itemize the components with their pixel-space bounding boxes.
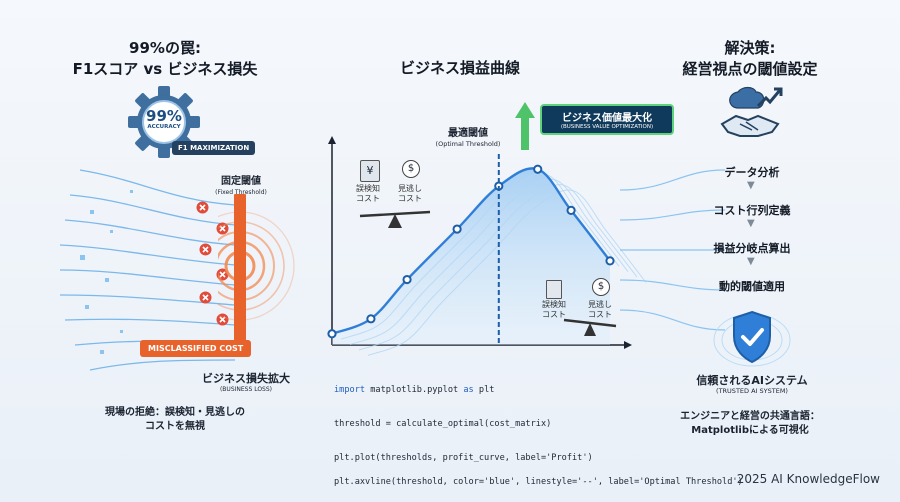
trusted-ai-jp: 信頼されるAIシステム (696, 374, 808, 387)
right-bottom-line1: エンジニアと経営の共通言語： (680, 411, 820, 422)
f1-badge: F1 MAXIMIZATION (172, 141, 256, 155)
right-title: 解決策: 経営視点の閾値設定 (660, 38, 840, 80)
profit-curve-echo (358, 184, 638, 351)
right-bottom-text: エンジニアと経営の共通言語： Matplotlibによる可視化 (650, 410, 850, 438)
scale2-right-label: 見逃し コスト (582, 300, 618, 320)
scale2-left-a: 誤検知 (542, 300, 566, 309)
data-stream-lines (60, 169, 236, 371)
shield-check-icon (713, 310, 791, 367)
up-arrow-icon (515, 102, 535, 150)
profit-point (452, 224, 462, 234)
optimal-threshold-en: (Optimal Threshold) (435, 140, 501, 148)
fixed-threshold-jp: 固定閾値 (221, 176, 261, 187)
arrow-down-icon: ▼ (747, 180, 755, 191)
profit-point (566, 205, 576, 215)
x-circle-icon (196, 201, 209, 214)
gear-icon (128, 86, 200, 158)
right-title-line2: 経営視点の閾値設定 (682, 60, 818, 78)
business-loss-jp: ビジネス損失拡大 (202, 372, 290, 385)
left-title: 99%の罠: F1スコア vs ビジネス損失 (60, 38, 270, 80)
code-line-2: threshold = calculate_optimal(cost_matri… (334, 419, 552, 429)
code-line-4: plt.axvline(threshold, color='blue', lin… (334, 477, 743, 487)
document-icon (546, 280, 562, 299)
code-module: matplotlib.pyplot (365, 385, 464, 395)
business-value-callout: ビジネス価値最大化 (BUSINESS VALUE OPTIMIZATION) (540, 104, 674, 135)
profit-area (332, 168, 610, 345)
callout-jp: ビジネス価値最大化 (562, 113, 652, 124)
trusted-ai-en: (TRUSTED AI SYSTEM) (716, 387, 788, 395)
balance-scale-icon-2 (563, 318, 617, 336)
misclassified-cost-badge: MISCLASSIFIED COST (140, 340, 252, 357)
arrow-down-icon: ▼ (747, 256, 755, 267)
center-title: ビジネス損益曲線 (399, 59, 520, 77)
business-loss-en: (BUSINESS LOSS) (219, 386, 273, 393)
profit-point (402, 274, 412, 285)
right-title-line1: 解決策: (724, 39, 776, 57)
profit-point (366, 314, 376, 324)
scale2-left-label: 誤検知 コスト (536, 300, 572, 320)
business-loss-label: ビジネス損失拡大 (BUSINESS LOSS) (176, 373, 316, 395)
step-cost-matrix: コスト行列定義 (713, 204, 791, 217)
code-keyword-as: as (463, 385, 474, 395)
scale1-right-b: コスト (398, 194, 422, 203)
profit-curve-chart (327, 136, 647, 356)
profit-point (327, 329, 337, 339)
left-title-line2: F1スコア vs ビジネス損失 (72, 60, 258, 78)
scale1-left-a: 誤検知 (356, 184, 380, 193)
scale1-left-label: 誤検知 コスト (350, 184, 386, 204)
code-snippet: import matplotlib.pyplot as plt threshol… (334, 372, 743, 500)
right-bottom-line2: Matplotlibによる可視化 (691, 425, 809, 436)
dollar-icon: $ (402, 160, 420, 178)
arrow-down-icon: ▼ (747, 218, 755, 229)
profit-curve-echo (340, 173, 620, 340)
brain-handshake-icon (720, 86, 783, 137)
scale1-left-b: コスト (356, 194, 380, 203)
trusted-ai-label: 信頼されるAIシステム (TRUSTED AI SYSTEM) (672, 375, 832, 397)
x-circle-icon (216, 222, 229, 235)
code-alias: plt (473, 385, 495, 395)
gear-caption: ACCURACY (147, 124, 181, 130)
optimal-threshold-label: 最適閾値 (Optimal Threshold) (420, 128, 516, 150)
scale1-right-a: 見逃し (398, 184, 422, 193)
scale2-right-b: コスト (588, 310, 612, 319)
code-keyword-import: import (334, 385, 366, 395)
yen-icon: ¥ (360, 160, 380, 182)
footer-credit: 2025 AI KnowledgeFlow (736, 472, 880, 486)
connector-lines (620, 169, 726, 331)
fixed-threshold-label: 固定閾値 (Fixed Threshold) (206, 176, 276, 198)
step-break-even: 損益分岐点算出 (713, 242, 791, 255)
left-bottom-line2: コストを無視 (145, 421, 205, 432)
x-circle-icon (199, 243, 212, 256)
profit-curve-line (331, 167, 611, 335)
scale1-right-label: 見逃し コスト (392, 184, 428, 204)
threshold-wall-glow (218, 194, 295, 344)
code-line-1: import matplotlib.pyplot as plt (334, 384, 743, 396)
step-data-analysis: データ分析 (724, 166, 780, 179)
dollar-icon-2: $ (592, 278, 610, 296)
y-axis-arrow (328, 136, 336, 144)
profit-point (533, 164, 543, 174)
left-bottom-text: 現場の拒絶：誤検知・見逃しの コストを無視 (70, 406, 280, 434)
callout-en: (BUSINESS VALUE OPTIMIZATION) (560, 124, 654, 130)
optimal-threshold-jp: 最適閾値 (448, 128, 488, 139)
left-title-line1: 99%の罠: (129, 39, 201, 57)
profit-point (605, 256, 615, 266)
x-axis-arrow (624, 341, 632, 349)
code-line-3: plt.plot(thresholds, profit_curve, label… (334, 453, 593, 463)
x-circle-icon (216, 313, 229, 326)
balance-scale-icon (359, 210, 431, 228)
profit-curve-echo (349, 178, 629, 346)
step-dynamic-threshold: 動的閾値適用 (719, 280, 785, 293)
x-circle-icon (199, 291, 212, 304)
scale2-right-a: 見逃し (588, 300, 612, 309)
scale2-left-b: コスト (542, 310, 566, 319)
fixed-threshold-en: (Fixed Threshold) (215, 189, 267, 196)
left-bottom-line1: 現場の拒絶：誤検知・見逃しの (105, 407, 245, 418)
gear-percent: 99% (146, 107, 182, 125)
profit-curve-echo (367, 189, 647, 356)
